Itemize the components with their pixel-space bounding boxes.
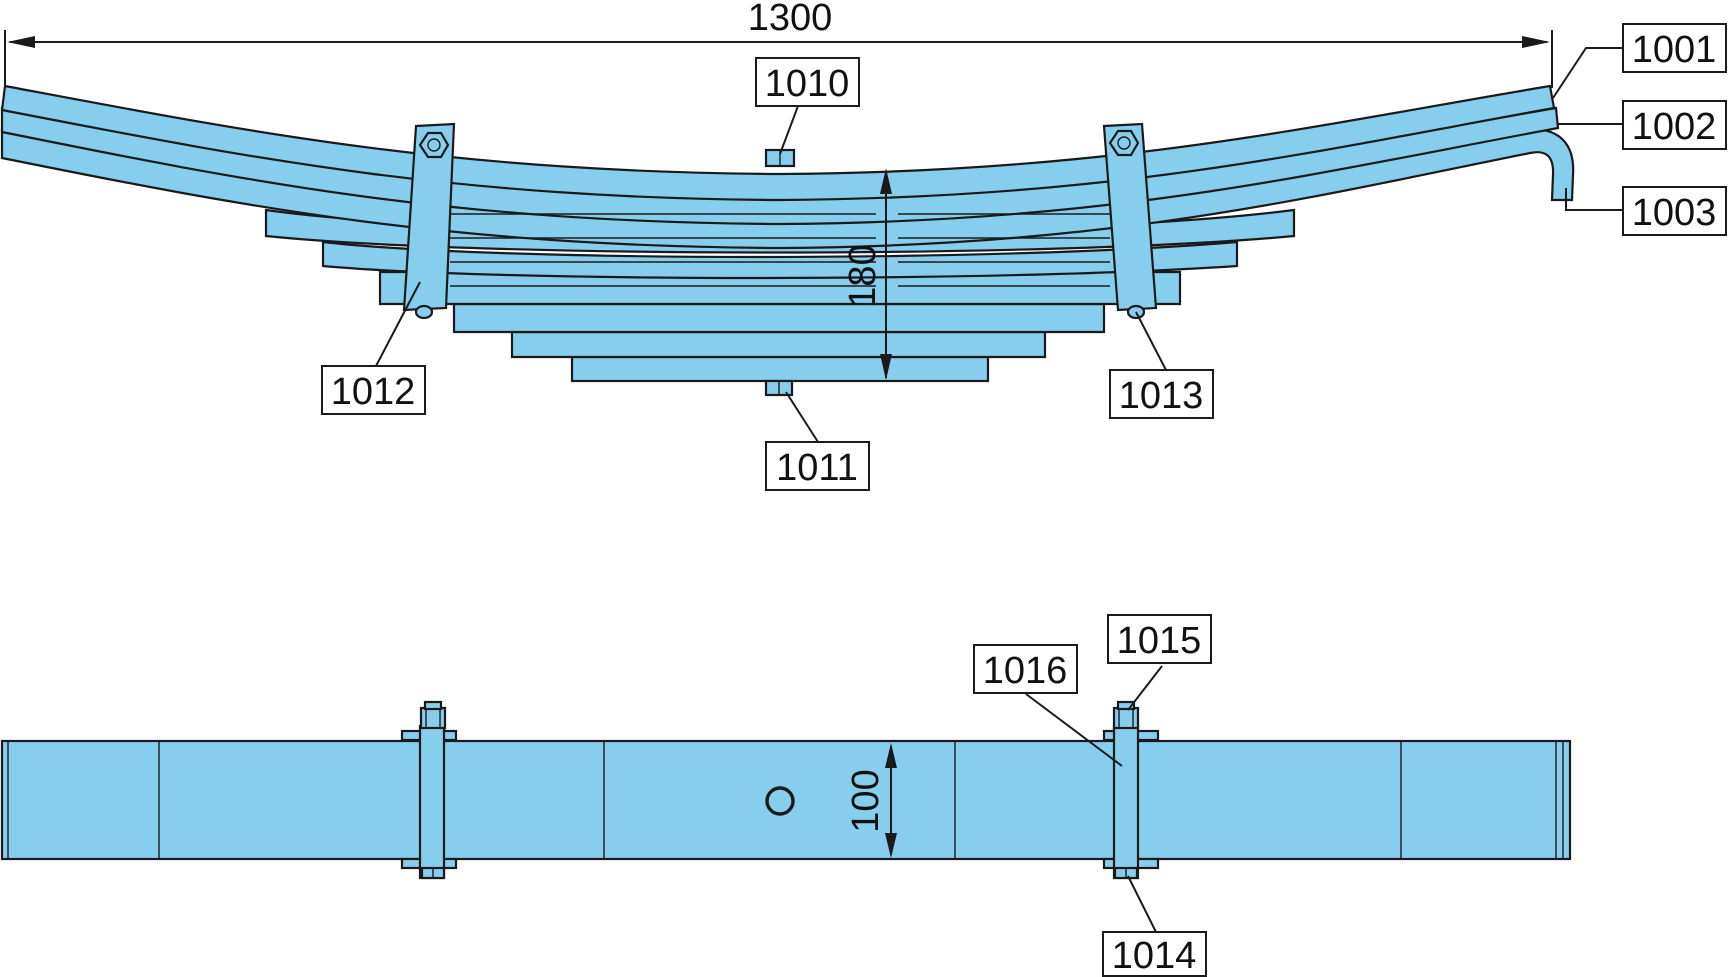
top-view-leaders: [1025, 665, 1163, 933]
side-view: 1300 180 1001 1002: [0, 0, 1727, 491]
svg-text:1001: 1001: [1632, 29, 1717, 71]
center-bolt-top: [764, 148, 796, 168]
pack-height-dimension: 180: [842, 168, 892, 380]
width-dimension-label: 100: [845, 769, 887, 832]
right-rebound-clip: [1102, 122, 1158, 320]
callout-1015: 1015: [1107, 614, 1212, 664]
leaf-7: [510, 330, 1047, 359]
callout-1014: 1014: [1102, 931, 1207, 977]
center-bolt-bottom: [764, 379, 794, 397]
svg-text:1013: 1013: [1119, 375, 1204, 417]
right-clip-top-view: [1102, 700, 1160, 880]
callout-1016: 1016: [973, 644, 1078, 694]
hexagon-bolt-head-icon: [1108, 129, 1140, 157]
top-view: 100 1015 1016 1014: [0, 614, 1572, 977]
svg-text:1010: 1010: [765, 63, 850, 105]
leaf-4: [321, 240, 1239, 280]
width-dimension: 100: [845, 743, 897, 858]
leaf-separators: [450, 213, 1110, 287]
callout-1010: 1010: [755, 57, 860, 107]
left-clip-top-view: [400, 700, 458, 880]
callout-1002: 1002: [1622, 100, 1727, 150]
pack-height-dimension-label: 180: [842, 244, 884, 307]
callout-1001: 1001: [1622, 23, 1727, 73]
length-dimension-label: 1300: [748, 0, 833, 39]
length-dimension: 1300: [4, 0, 1553, 88]
svg-text:1016: 1016: [983, 650, 1068, 692]
svg-text:1014: 1014: [1112, 935, 1197, 977]
callout-1013: 1013: [1109, 369, 1214, 419]
callout-1012: 1012: [321, 365, 426, 415]
svg-text:1002: 1002: [1632, 106, 1717, 148]
callout-1011: 1011: [765, 441, 870, 491]
callout-1003: 1003: [1622, 186, 1727, 236]
svg-text:1012: 1012: [331, 371, 416, 413]
svg-text:1003: 1003: [1632, 192, 1717, 234]
svg-text:1011: 1011: [776, 447, 858, 489]
center-hole: [765, 786, 795, 816]
side-view-leaders: [375, 47, 1623, 443]
leaf-8: [570, 355, 990, 383]
left-rebound-clip: [402, 122, 456, 320]
leaf-6: [452, 302, 1106, 334]
svg-text:1015: 1015: [1117, 620, 1202, 662]
hexagon-bolt-head-icon: [418, 131, 450, 159]
leaf-1001: [0, 84, 1556, 202]
